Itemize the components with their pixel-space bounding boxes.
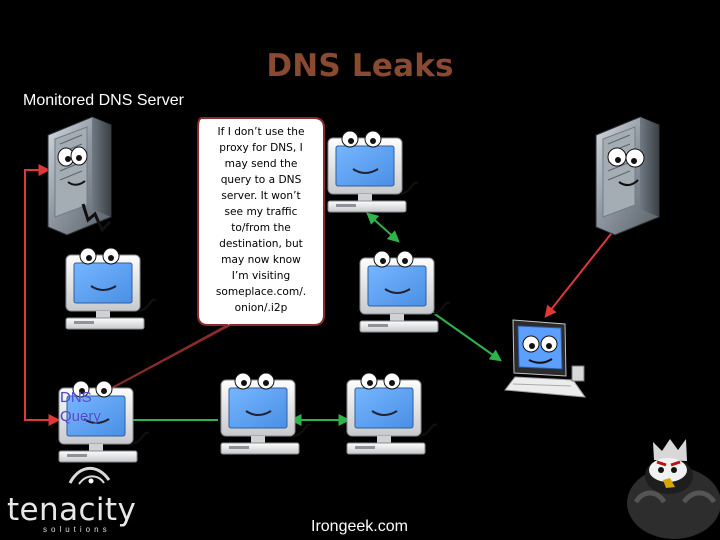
speech-bubble: [111, 117, 325, 389]
tenacity-logo-icon: [68, 466, 111, 485]
server-label: Monitored DNS Server: [23, 92, 184, 109]
red-monitoring-link: [24, 164, 61, 426]
desktop-computer-icon: [220, 372, 312, 455]
green-link-top-center: [366, 212, 400, 243]
dns-query-line-1: DNS: [60, 389, 92, 406]
server-icon: [47, 116, 112, 236]
desktop-computer-icon: [346, 372, 438, 455]
desktop-computer-icon: [327, 130, 419, 213]
speech-bubble-text: If I don’t use the proxy for DNS, I may …: [215, 126, 307, 314]
footer-credit: Irongeek.com: [311, 518, 408, 535]
laptop-computer-icon: [504, 319, 587, 398]
dns-query-line-2: Query: [60, 408, 101, 425]
dns-query-label: DNS Query: [60, 388, 124, 426]
server-icon: [595, 116, 660, 236]
tenacity-logo-word: tenacity: [7, 492, 137, 528]
penguin-mascot-icon: [627, 439, 720, 539]
desktop-computer-icon: [359, 250, 451, 333]
page-title: DNS Leaks: [266, 48, 454, 84]
tenacity-logo-sub: solutions: [43, 525, 111, 534]
desktop-computer-icon: [65, 247, 157, 330]
